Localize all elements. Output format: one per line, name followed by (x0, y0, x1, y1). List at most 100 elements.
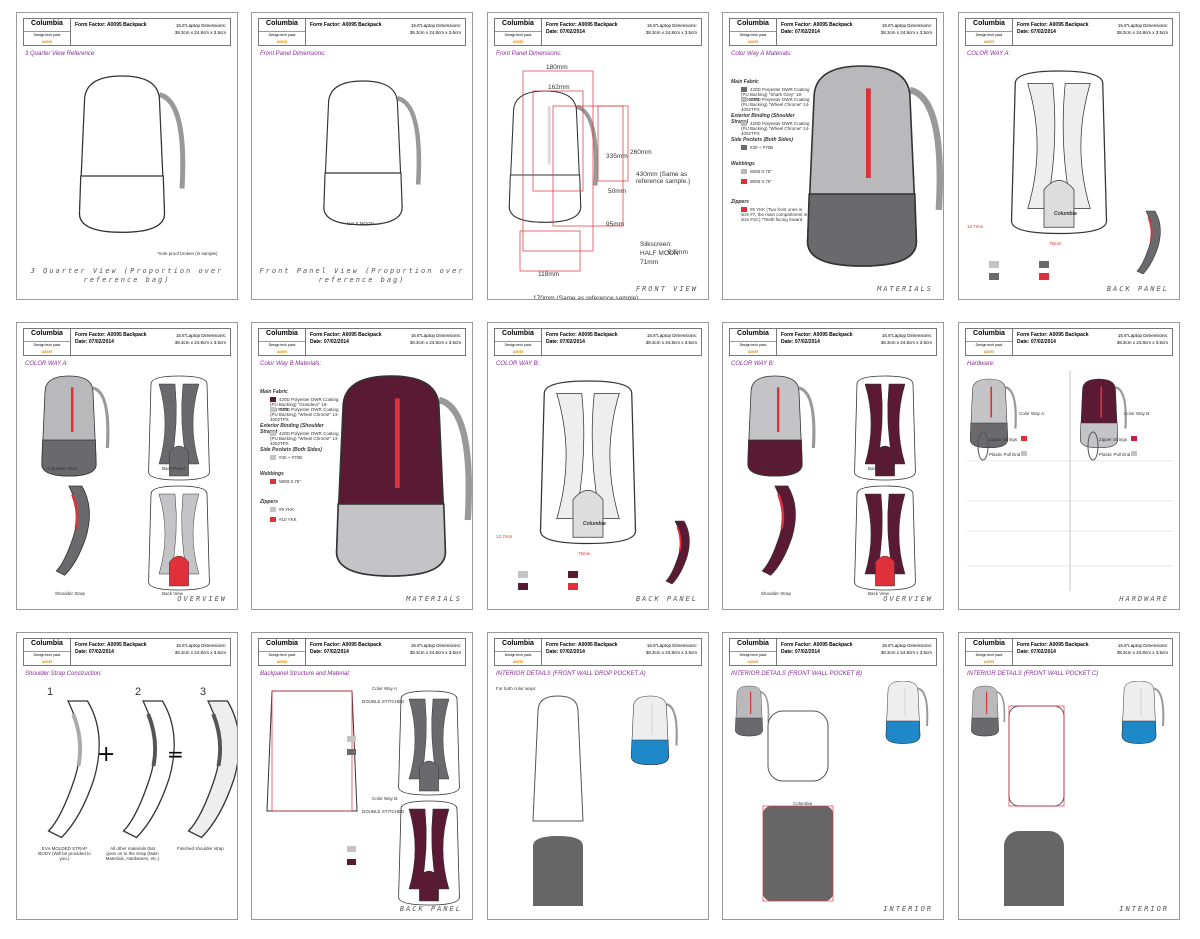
tech-pack-page: Columbia Design tech pack A0095 Form Fac… (487, 322, 709, 610)
annotation-text: 162mm (548, 84, 570, 91)
page-date: Date: 07/02/2014 (75, 339, 114, 345)
annotation-label: Columbia (1054, 211, 1077, 217)
annotation-label: 420D Polyester DWR Coating (PU Backing) … (270, 407, 340, 422)
annotation-label: Zipper Strings (989, 437, 1017, 442)
annotation-text: #5 YKK (Two front ones in size #7, the m… (741, 207, 808, 223)
annotation-text: Back View (162, 591, 183, 596)
annotation-text: 1 (47, 686, 54, 698)
brand-name: Columbia (266, 20, 298, 27)
laptop-label: 15.6"Laptop Dimensions: (1117, 333, 1168, 338)
page-date: Date: 07/02/2014 (546, 649, 585, 655)
annotation-label: DOUBLE STITCHED (362, 809, 404, 814)
backpack-illustration (323, 80, 422, 226)
brand-name: Columbia (502, 330, 534, 337)
columbia-logo: Columbia Design tech pack A0095 (495, 639, 542, 665)
annotation-label: Back View (868, 591, 889, 596)
columbia-logo: Columbia Design tech pack A0095 (730, 19, 777, 45)
annotation-label: Columbia (583, 521, 606, 527)
page-footer-label: Front Panel View (Proportion over refere… (259, 267, 465, 284)
annotation-text: 75mm (1049, 241, 1062, 246)
dimension-line (522, 70, 594, 252)
form-factor: Form Factor: A0095 Backpack (781, 22, 853, 28)
annotation-text: Back View (868, 591, 889, 596)
backpack-illustration (970, 378, 1017, 449)
form-factor: Form Factor: A0095 Backpack (75, 642, 147, 648)
annotation-text: 170mm (Same as reference sample) (533, 295, 639, 300)
annotation-label: 95mm (606, 221, 624, 228)
annotation-text: All other materials that goes on to the … (105, 846, 160, 861)
annotation-text: 180mm (546, 64, 568, 71)
annotation-label: Back Panel (162, 466, 185, 471)
laptop-label: 15.6"Laptop Dimensions: (881, 23, 932, 28)
page-date: Date: 07/02/2014 (781, 339, 820, 345)
annotation-label: 420D Polyester DWR Coating (PU Backing) … (741, 121, 811, 136)
backpack-illustration (1121, 681, 1165, 744)
backpack-illustration (78, 75, 186, 233)
page-date: Date: 07/02/2014 (546, 29, 585, 35)
section-title: INTERIOR DETAILS (FRONT WALL POCKET C) (967, 671, 1099, 677)
annotation-label: Shoulder Strap (55, 591, 85, 596)
annotation-text: Columbia (583, 521, 606, 527)
page-date: Date: 07/02/2014 (781, 29, 820, 35)
annotation-text: 430mm (Same as reference sample.) (636, 171, 691, 185)
laptop-label: 15.6"Laptop Dimensions: (175, 23, 226, 28)
back-panel-illustration (1010, 70, 1108, 235)
annotation-label: 75mm (1049, 241, 1062, 246)
annotation-text: Silkscreen: (640, 241, 672, 248)
form-factor: Form Factor: A0095 Backpack (1017, 332, 1089, 338)
form-factor: Form Factor: A0095 Backpack (546, 332, 618, 338)
annotation-label: DOUBLE STITCHED (362, 699, 404, 704)
annotation-text: Zippers (731, 199, 750, 205)
annotation-text: 71mm (640, 259, 659, 266)
brand-name: Columbia (737, 640, 769, 647)
brand-name: Columbia (31, 330, 63, 337)
annotation-label: Plastic Pull End (1099, 452, 1130, 457)
annotation-label: 180mm (546, 64, 568, 71)
tech-pack-page: Columbia Design tech pack A0095 Form Fac… (251, 632, 473, 920)
annotation-text: 12.7mm (967, 224, 984, 229)
annotation-text: Side Pockets (Both Sides) (731, 137, 793, 143)
page-footer-label: Back Panel (635, 595, 698, 603)
annotation-label: Shoulder Strap (761, 591, 791, 596)
annotation-text: Side Pockets (Both Sides) (260, 447, 322, 453)
annotation-label: 2 (135, 686, 141, 698)
annotation-text: #10 YKK (279, 517, 297, 522)
laptop-dimensions: 38.3cm x 24.8cm x 3.5cm (409, 30, 461, 35)
brand-name: Columbia (31, 640, 63, 647)
brand-name: Columbia (31, 20, 63, 27)
annotation-text: #30 + #70B (750, 145, 774, 150)
annotation-text: 420D Polyester DWR Coating (PU Backing) … (270, 407, 339, 423)
section-title: Backpanel Structure and Material: (260, 671, 351, 677)
backpack-illustration (806, 65, 943, 267)
annotation-label: HALF MOON (640, 250, 679, 257)
annotation-text: 12.7mm (496, 534, 513, 539)
laptop-dimensions: 38.3cm x 24.8cm x 3.5cm (880, 650, 932, 655)
annotation-label: Color Way A: (372, 686, 398, 691)
annotation-label: 1 (47, 686, 53, 698)
page-artwork (266, 690, 460, 906)
annotation-label: 430mm (Same as reference sample.) (636, 171, 708, 185)
style-code: A0095 (747, 350, 759, 354)
page-artwork (323, 80, 422, 226)
style-code: A0095 (983, 350, 995, 354)
annotation-text: 95mm (606, 221, 625, 228)
annotation-text: WEB 0.75" (750, 179, 772, 184)
annotation-text: DOUBLE STITCHED (362, 809, 405, 814)
form-factor: Form Factor: A0095 Backpack (781, 642, 853, 648)
annotation-text: Color Way B: (1124, 411, 1151, 416)
laptop-label: 15.6"Laptop Dimensions: (881, 333, 932, 338)
annotation-label: EVA MOLDED STRAP BODY (Will be provided … (37, 846, 92, 861)
annotation-text: 420D Polyester DWR Coating (PU Backing) … (270, 397, 339, 413)
annotation-label: 50mm (608, 188, 626, 195)
annotation-label: Main Fabric (731, 79, 759, 85)
section-title: COLOR WAY B: (731, 361, 775, 367)
style-code: A0095 (276, 40, 288, 44)
section-title: 3 Quarter View Reference (25, 51, 95, 57)
form-factor: Form Factor: A0095 Backpack (781, 332, 853, 338)
logo-subtitle: Design tech pack (966, 30, 1012, 37)
annotation-label: Zipper Strings (1099, 437, 1127, 442)
annotation-text: For both color ways: (496, 686, 537, 691)
annotation-text: 75mm (578, 551, 591, 556)
material-swatch (741, 169, 747, 175)
annotation-text: Main Fabric (260, 389, 288, 395)
